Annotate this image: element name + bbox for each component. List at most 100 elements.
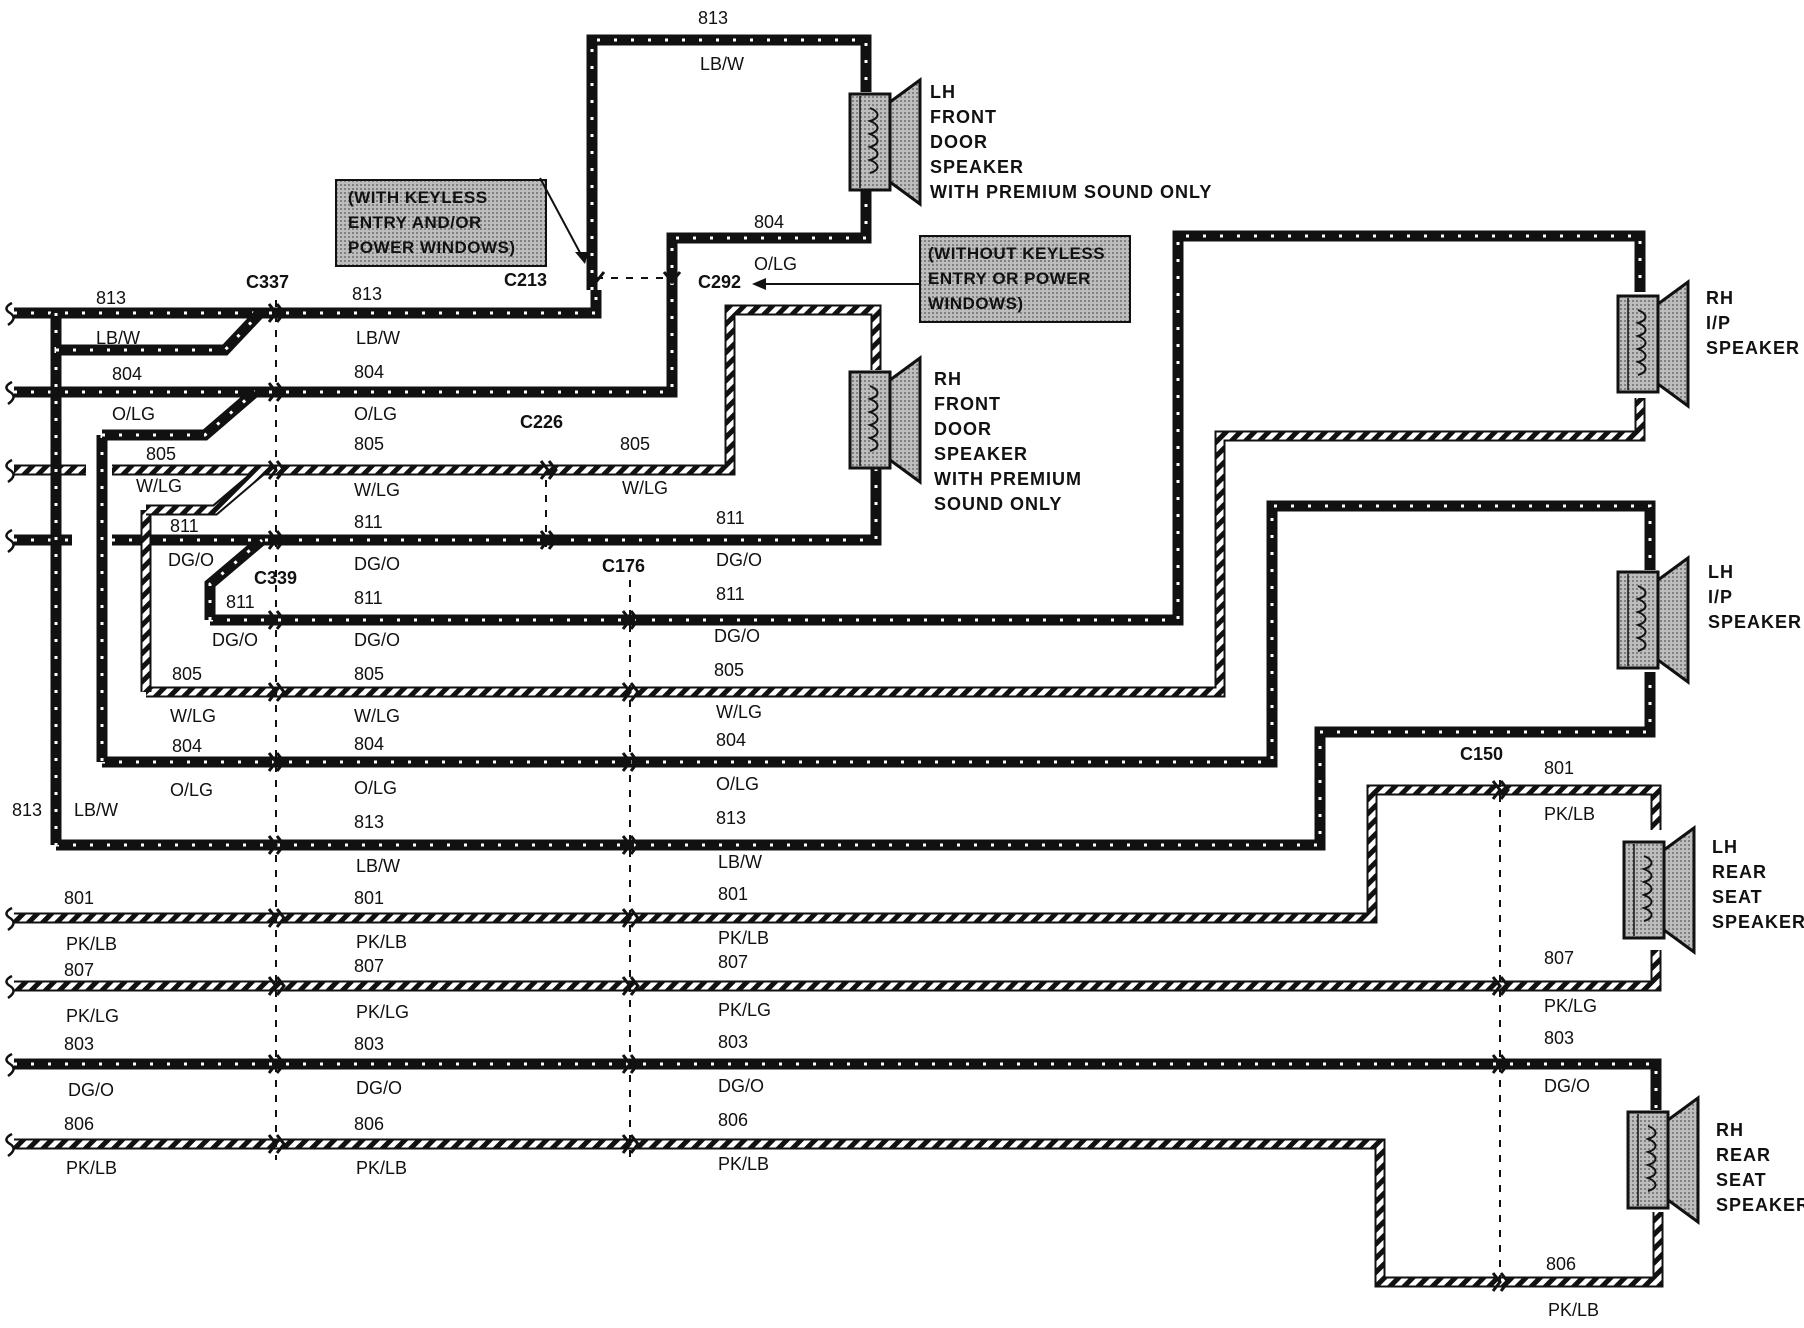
- wire-label: W/LG: [354, 480, 400, 500]
- wire-label: 807: [1544, 948, 1574, 968]
- wire-label: 811: [354, 512, 383, 532]
- speaker-label-line: LH: [1712, 837, 1738, 857]
- wire-label: LB/W: [700, 54, 744, 74]
- note-pointer-arrow: [539, 177, 586, 263]
- speaker-coil-icon: [1634, 585, 1647, 652]
- wire-label: 804: [754, 212, 784, 232]
- wire-813-lbw-top: [14, 290, 602, 319]
- wire-label: 813: [354, 812, 384, 832]
- wire-label: DG/O: [168, 550, 214, 570]
- wire-label: 807: [64, 960, 94, 980]
- connector-pin-icon: [267, 382, 286, 402]
- connector-pin-icon: [621, 752, 640, 772]
- wire-break-icon: [5, 906, 15, 932]
- wire-label: O/LG: [716, 774, 759, 794]
- note-line: ENTRY OR POWER: [928, 269, 1091, 288]
- speaker-label-line: SPEAKER: [1716, 1195, 1804, 1215]
- wire-label: PK/LB: [356, 1158, 407, 1178]
- wire-label: LB/W: [718, 852, 762, 872]
- speaker-cone-icon: [888, 355, 922, 485]
- speaker-cone-icon: [1662, 825, 1696, 955]
- speaker-label-line: SEAT: [1716, 1170, 1767, 1190]
- wire-label: 805: [146, 444, 176, 464]
- speaker-coil-icon: [866, 385, 879, 452]
- speaker-magnet: [1626, 1110, 1670, 1210]
- connector-pin-icon: [621, 908, 640, 928]
- speaker-label-line: I/P: [1708, 587, 1733, 607]
- wire-label: PK/LB: [718, 928, 769, 948]
- speaker-cone-icon: [1666, 1095, 1700, 1225]
- wire-break-icon: [5, 380, 15, 406]
- wire-813-lbw-lh-door: [586, 34, 872, 290]
- connector-pin-icon: [267, 303, 286, 323]
- wire-label: 811: [226, 592, 255, 612]
- connector-pin-icon: [621, 610, 640, 630]
- wire-807-pklg-lh-rear-stripe: [14, 950, 1660, 990]
- connector-pin-icon: [267, 976, 286, 996]
- connector-c337-label: C337: [246, 272, 289, 292]
- connector-pin-icon: [1491, 976, 1510, 996]
- wire-label: 811: [716, 584, 745, 604]
- wire-811-dgo-left-ramp-tick: [208, 538, 263, 620]
- speaker-label-line: I/P: [1706, 313, 1731, 333]
- connector-pin-icon: [267, 835, 286, 855]
- speaker-magnet: [1616, 294, 1660, 394]
- wire-label: 813: [698, 8, 728, 28]
- connector-pin-icon: [621, 1134, 640, 1154]
- wire-label: 811: [716, 508, 745, 528]
- speaker-label-line: REAR: [1716, 1145, 1771, 1165]
- wire-label: 801: [64, 888, 94, 908]
- wire-label: PK/LB: [1544, 804, 1595, 824]
- wire-label: 801: [1544, 758, 1574, 778]
- wire-label: 807: [718, 952, 748, 972]
- wire-803-dgo-rh-rear: [14, 1058, 1662, 1110]
- wire-label: 806: [1546, 1254, 1576, 1274]
- wire-806-pklb-rh-rear-stripe: [14, 1140, 1662, 1286]
- speaker-coil-icon: [1640, 855, 1653, 922]
- wire-label: LB/W: [356, 856, 400, 876]
- wire-break-icon: [5, 458, 15, 484]
- wire-label: W/LG: [170, 706, 216, 726]
- speaker-coil-icon: [866, 107, 879, 174]
- wire-label: 805: [620, 434, 650, 454]
- wire-break-icon: [5, 1052, 15, 1078]
- speaker-label-line: LH: [930, 82, 956, 102]
- wire-label: DG/O: [68, 1080, 114, 1100]
- wire-label: 813: [12, 800, 42, 820]
- keyless-without-note: (WITHOUT KEYLESS ENTRY OR POWER WINDOWS): [752, 235, 1131, 323]
- speaker-cone-icon: [1656, 279, 1690, 409]
- wire-label: 806: [64, 1114, 94, 1134]
- wire-label: PK/LG: [356, 1002, 409, 1022]
- wire-label: PK/LB: [66, 1158, 117, 1178]
- wire-label: 804: [112, 364, 142, 384]
- wire-813-lbw-lh-door-tick: [590, 38, 868, 290]
- wire-label: PK/LB: [356, 932, 407, 952]
- wire-label: 807: [354, 956, 384, 976]
- wire-804-olg-left-ramp-tick: [102, 390, 256, 437]
- connector-c292-label: C292: [698, 272, 741, 292]
- connector-pin-icon: [586, 271, 606, 285]
- connector-pin-icon: [267, 682, 286, 702]
- speaker-label-line: DOOR: [930, 132, 988, 152]
- wire-label: 804: [172, 736, 202, 756]
- speaker-label-line: DOOR: [934, 419, 992, 439]
- wire-813-lbw-left-ramp: [56, 309, 264, 356]
- connector-c226-label: C226: [520, 412, 563, 432]
- wire-label: 813: [352, 284, 382, 304]
- note-line: (WITH KEYLESS: [348, 188, 488, 207]
- speaker-coil-icon: [1644, 1125, 1657, 1192]
- wire-label: PK/LB: [718, 1154, 769, 1174]
- connector-pin-icon: [267, 752, 286, 772]
- wire-803-dgo-rh-rear-tick: [14, 1062, 1658, 1110]
- wire-label: O/LG: [754, 254, 797, 274]
- speaker-label-line: SPEAKER: [934, 444, 1028, 464]
- wire-harness: [14, 34, 1664, 1288]
- wire-label: DG/O: [356, 1078, 402, 1098]
- wire-label: DG/O: [714, 626, 760, 646]
- wire-label: O/LG: [354, 778, 397, 798]
- wire-break-icon: [5, 301, 15, 327]
- connector-pin-icon: [1491, 780, 1510, 800]
- wire-811-dgo-rh-ip: [210, 230, 1646, 626]
